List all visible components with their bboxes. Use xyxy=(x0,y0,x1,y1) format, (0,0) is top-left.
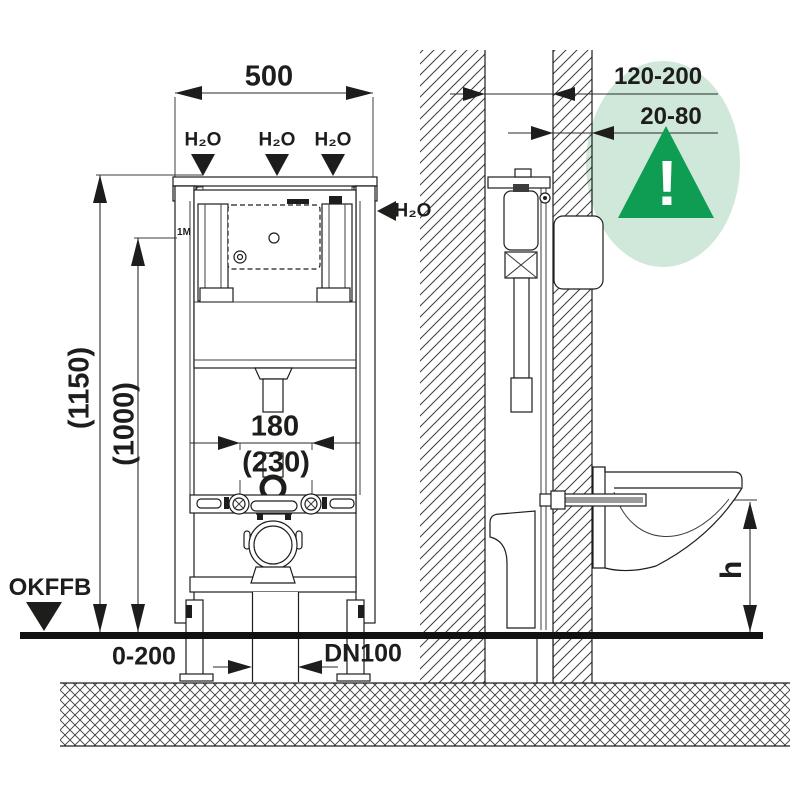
toilet-bowl xyxy=(592,466,757,572)
front-wall xyxy=(552,50,593,683)
flush-pipe xyxy=(254,367,293,502)
cistern-front xyxy=(193,189,357,369)
leg-adjust-label: 0-200 xyxy=(112,642,176,671)
dimension-installation-depth xyxy=(450,87,718,101)
cistern-side xyxy=(487,168,554,683)
seat-height-label: h xyxy=(715,560,748,580)
ground-hatch xyxy=(60,682,790,747)
inspection-window xyxy=(227,204,321,270)
foot-right xyxy=(336,673,371,682)
arrow-left-icon xyxy=(312,436,334,450)
dim-bolt-spacing-alt-label: (230) xyxy=(242,446,310,479)
dim-meter-height-label: (1000) xyxy=(108,382,141,466)
side-view xyxy=(420,50,757,683)
arrow-left-icon xyxy=(377,201,396,221)
arrow-right-icon xyxy=(218,436,240,450)
drain-size-label: DN100 xyxy=(324,639,402,668)
drain-elbow-side xyxy=(489,510,536,629)
water-inlet-arrows xyxy=(191,154,396,221)
dim-width-label: 500 xyxy=(244,60,294,93)
arrow-up-icon xyxy=(93,175,107,203)
dimension-meter-height xyxy=(131,237,177,632)
arrow-down-icon xyxy=(93,604,107,632)
arrow-down-icon xyxy=(265,154,289,176)
dimension-overall-height xyxy=(93,174,203,632)
meter-mark-label: 1M xyxy=(177,227,191,238)
arrow-up-icon xyxy=(131,238,145,266)
dim-depth-label: 120-200 xyxy=(613,63,703,90)
foot-left xyxy=(179,673,214,682)
finished-floor-line xyxy=(20,632,763,639)
arrow-left-icon xyxy=(175,86,202,100)
dim-overall-height-label: (1150) xyxy=(63,346,96,430)
dimension-wall-cover xyxy=(508,126,718,140)
arrow-down-icon xyxy=(321,154,345,176)
dimension-drain xyxy=(213,660,338,674)
arrow-up-icon xyxy=(743,502,757,529)
dimension-width xyxy=(174,86,374,177)
arrow-left-icon xyxy=(298,660,322,674)
front-view xyxy=(26,86,396,682)
floor-ref-label: OKFFB xyxy=(8,574,92,601)
dim-bolt-spacing-label: 180 xyxy=(250,410,300,443)
mounting-frame xyxy=(172,176,378,624)
warning-triangle-icon xyxy=(618,126,714,218)
water-label-3: H₂O xyxy=(314,129,352,151)
frame-rail-left xyxy=(174,185,195,624)
drain-bend xyxy=(189,520,357,593)
warning-exclamation-icon: ! xyxy=(656,147,678,219)
dimension-bolt-spacing xyxy=(190,436,360,496)
dimension-seat-height xyxy=(743,502,757,632)
arrow-right-icon xyxy=(463,87,485,101)
water-label-1: H₂O xyxy=(184,129,222,151)
flush-plate xyxy=(553,215,604,290)
back-wall xyxy=(420,50,486,683)
arrow-right-icon xyxy=(228,660,252,674)
tank-cap xyxy=(513,184,529,192)
dim-cover-label: 20-80 xyxy=(640,103,702,130)
arrow-left-icon xyxy=(592,126,614,140)
mounting-crossbar xyxy=(189,493,357,520)
service-tab xyxy=(287,199,309,204)
arrow-down-icon xyxy=(131,604,145,632)
arrow-right-icon xyxy=(346,86,373,100)
connector-block xyxy=(329,196,342,204)
water-label-side: H₂O xyxy=(394,200,432,222)
arrow-down-icon xyxy=(191,154,215,176)
water-label-2: H₂O xyxy=(258,129,296,151)
frame-rail-right xyxy=(355,185,376,624)
floor-level-marker-icon xyxy=(26,602,62,631)
mounting-bolt xyxy=(539,490,647,510)
arrow-left-icon xyxy=(553,87,575,101)
arrow-down-icon xyxy=(743,605,757,632)
arrow-right-icon xyxy=(531,126,553,140)
